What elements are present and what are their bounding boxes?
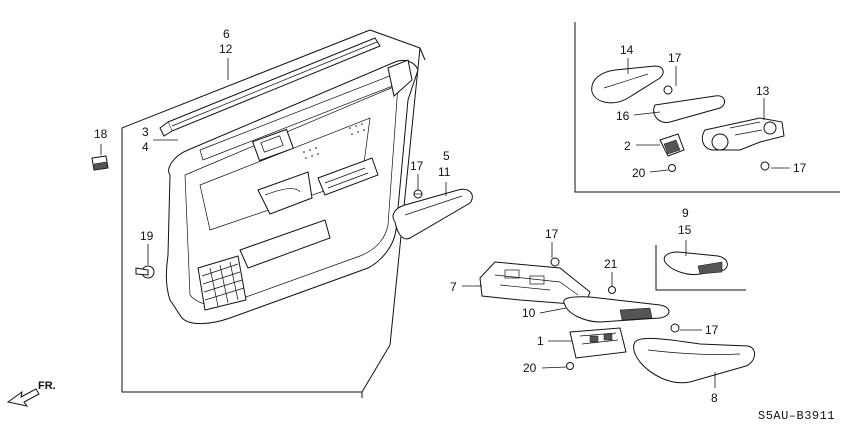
callout-13: 13 bbox=[756, 84, 770, 98]
callout-9: 9 bbox=[682, 206, 689, 220]
inner-handle-inset-box bbox=[574, 22, 840, 193]
callout-6: 6 bbox=[223, 27, 230, 41]
callout-2: 2 bbox=[624, 139, 631, 153]
switch-panel-inset-box bbox=[655, 245, 746, 291]
diagram-code: S5AU–B3911 bbox=[758, 409, 835, 423]
leader-lines bbox=[100, 58, 790, 388]
callout-7: 7 bbox=[450, 280, 457, 294]
callout-4: 4 bbox=[142, 140, 149, 154]
callout-5: 5 bbox=[443, 149, 450, 163]
callout-14: 14 bbox=[620, 43, 634, 57]
front-direction-arrow: FR. bbox=[6, 380, 56, 407]
callout-17-panel: 17 bbox=[410, 159, 424, 173]
callout-20-upper: 20 bbox=[632, 166, 646, 180]
screw-19 bbox=[135, 265, 155, 279]
callout-18: 18 bbox=[94, 127, 108, 141]
door-lining-panel bbox=[165, 59, 419, 325]
callout-21: 21 bbox=[604, 257, 618, 271]
callout-15: 15 bbox=[678, 223, 692, 237]
inner-weatherstrip bbox=[159, 37, 381, 137]
callout-10: 10 bbox=[522, 306, 536, 320]
screw-17-panel bbox=[413, 189, 423, 199]
armrest-cover-10 bbox=[563, 296, 680, 333]
callout-17-actuator: 17 bbox=[793, 161, 807, 175]
armrest-8 bbox=[633, 337, 755, 384]
door-panel-frame bbox=[121, 29, 426, 398]
callout-17-handle: 17 bbox=[668, 51, 682, 65]
callout-16: 16 bbox=[616, 109, 630, 123]
callouts: 6 12 3 4 18 19 5 11 17 14 17 13 16 2 20 … bbox=[94, 27, 807, 405]
window-switch-1 bbox=[566, 327, 627, 370]
callout-3: 3 bbox=[142, 125, 149, 139]
callout-19: 19 bbox=[140, 229, 154, 243]
callout-1: 1 bbox=[537, 334, 544, 348]
front-label: FR. bbox=[38, 380, 56, 392]
callout-12: 12 bbox=[219, 42, 233, 56]
callout-11: 11 bbox=[438, 165, 451, 179]
pull-pocket-trim bbox=[392, 188, 473, 240]
callout-17-cover: 17 bbox=[705, 323, 719, 337]
callout-17-base: 17 bbox=[545, 227, 559, 241]
callout-8: 8 bbox=[711, 391, 718, 405]
clip-18 bbox=[91, 155, 109, 171]
callout-20-lower: 20 bbox=[523, 361, 537, 375]
